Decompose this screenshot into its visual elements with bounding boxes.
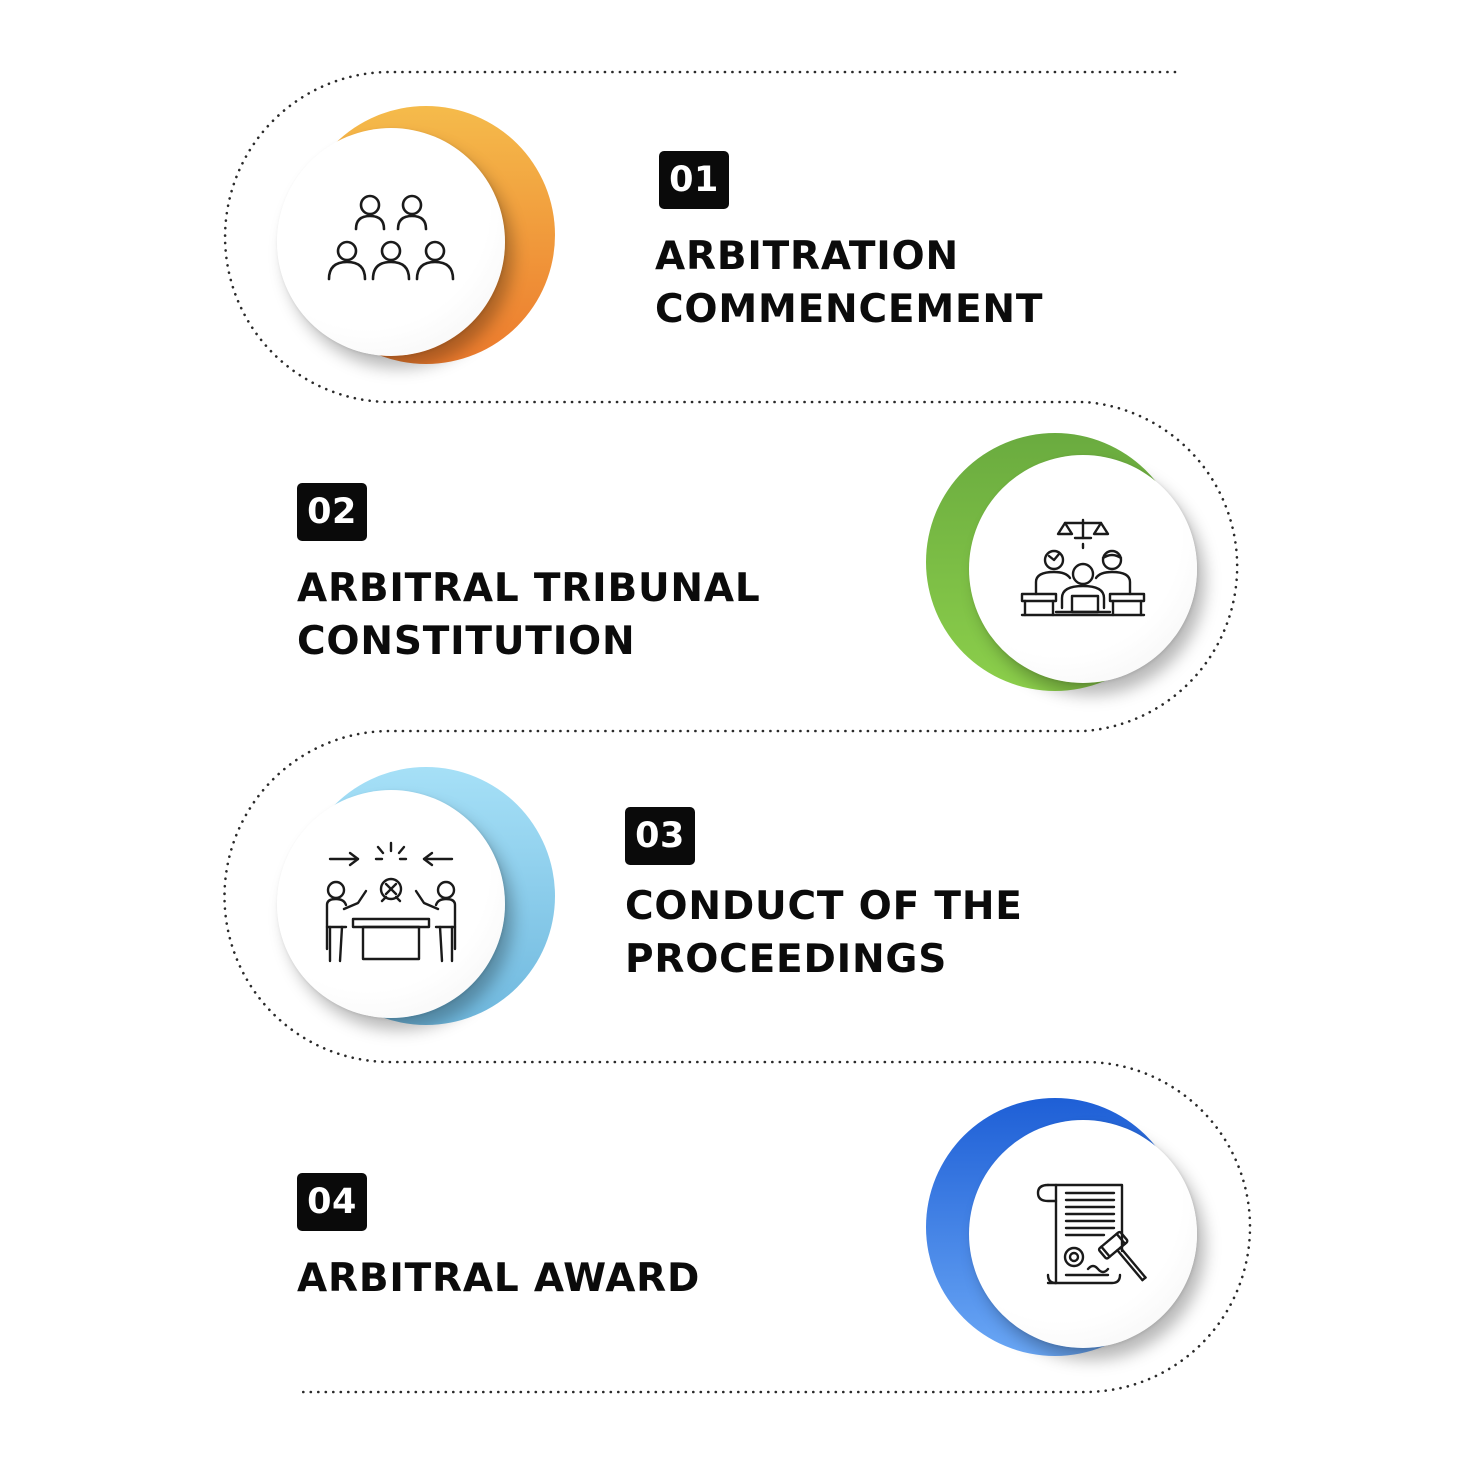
step-1-title-line-2: COMMENCEMENT <box>655 287 1044 332</box>
negotiation-table-icon <box>325 841 457 963</box>
step-2-title-line-2: CONSTITUTION <box>297 619 636 664</box>
award-document-gavel-icon <box>1036 1183 1147 1285</box>
step-2-number-badge: 02 <box>297 483 367 541</box>
step-4-number-badge: 04 <box>297 1173 367 1231</box>
step-2-title-line-1: ARBITRAL TRIBUNAL <box>297 566 761 611</box>
step-1-number-badge: 01 <box>659 151 729 209</box>
step-2-icon-disc <box>969 455 1197 683</box>
group-of-people-icon <box>327 194 455 281</box>
step-4-title: ARBITRAL AWARD <box>297 1252 700 1305</box>
step-4-title-line-1: ARBITRAL AWARD <box>297 1256 701 1301</box>
step-2-title: ARBITRAL TRIBUNAL CONSTITUTION <box>297 562 761 668</box>
step-3-title-line-1: CONDUCT OF THE <box>625 884 1023 929</box>
step-1-icon-disc <box>277 128 505 356</box>
step-3-title: CONDUCT OF THE PROCEEDINGS <box>625 880 1023 986</box>
step-3-number-badge: 03 <box>625 807 695 865</box>
step-1-title-line-1: ARBITRATION <box>655 234 959 279</box>
step-3-icon-disc <box>277 790 505 1018</box>
tribunal-scales-icon <box>1020 518 1146 617</box>
step-1-title: ARBITRATION COMMENCEMENT <box>655 230 1043 336</box>
step-4-icon-disc <box>969 1120 1197 1348</box>
step-3-title-line-2: PROCEEDINGS <box>625 937 948 982</box>
